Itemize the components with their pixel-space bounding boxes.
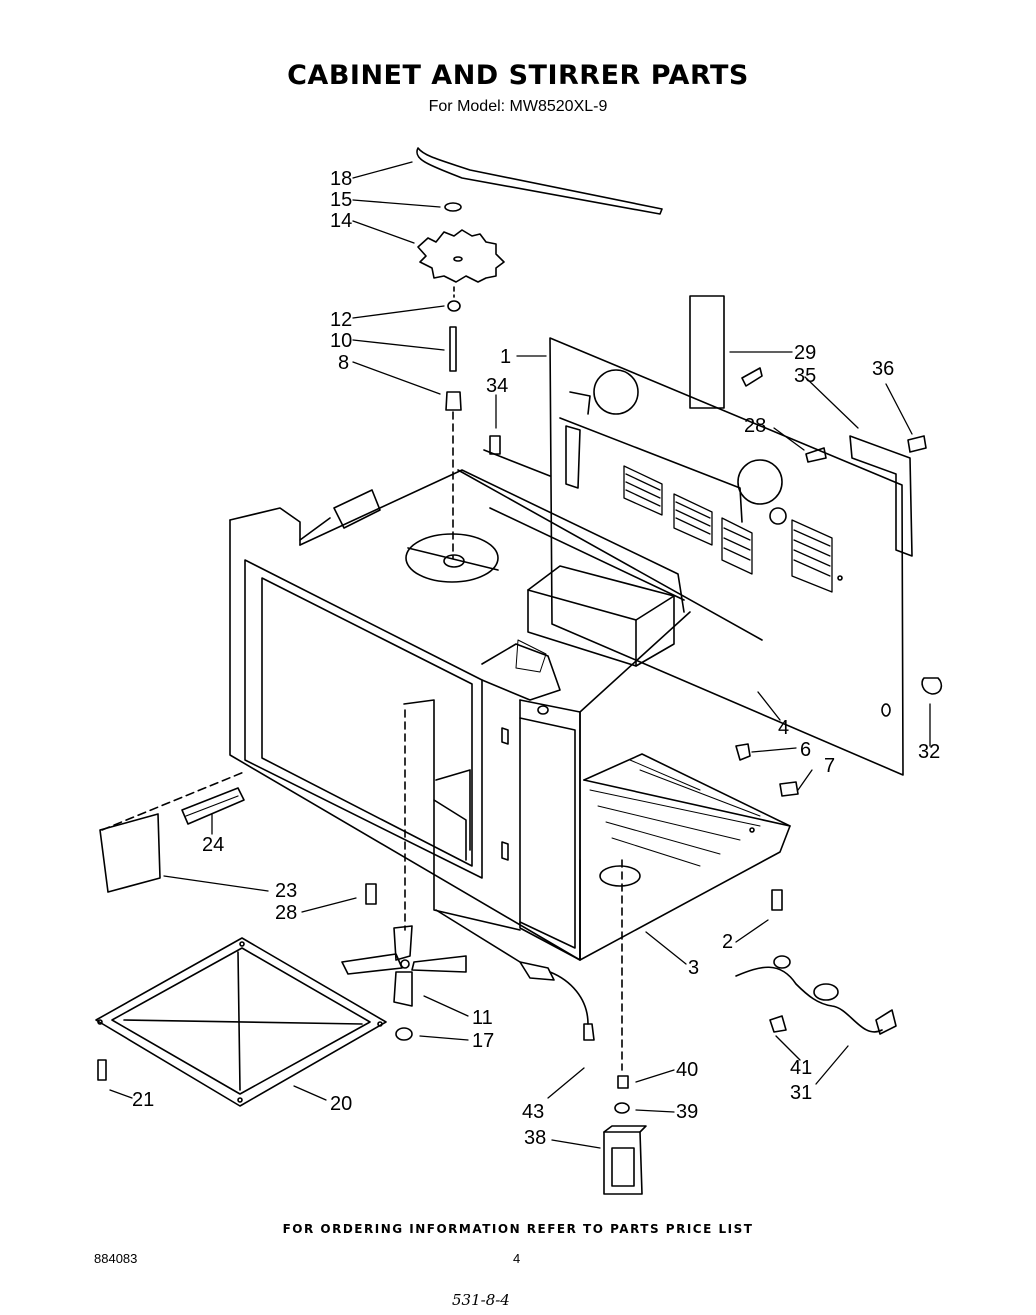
- thermal-cutout: [435, 909, 595, 1041]
- transformer-box: [527, 565, 675, 667]
- lower-cover: [99, 771, 245, 893]
- bottom-frame: [95, 937, 387, 1107]
- callout-label: 1: [500, 346, 511, 368]
- callout-label: 7: [824, 755, 835, 777]
- page-number: 4: [513, 1251, 521, 1266]
- callout-label: 8: [338, 352, 349, 374]
- drive-belt: [416, 147, 663, 215]
- callout-label: 17: [472, 1030, 494, 1052]
- fan-blade: [341, 709, 467, 1041]
- callout-label: 28: [744, 415, 766, 437]
- callout-label: 43: [522, 1101, 544, 1123]
- callout-label: 34: [486, 375, 508, 397]
- callout-labels: 18 15 14 12 10 8 1 34 29 35 36 28 28 4 6…: [132, 168, 940, 1149]
- callout-label: 24: [202, 834, 224, 856]
- callout-label: 2: [722, 931, 733, 953]
- callout-label: 29: [794, 342, 816, 364]
- callout-label: 18: [330, 168, 352, 190]
- model-subtitle: For Model: MW8520XL-9: [428, 98, 608, 115]
- leader-lines: [109, 161, 931, 1149]
- callout-label: 10: [330, 330, 352, 352]
- side-bracket: [849, 435, 913, 557]
- callout-label: 15: [330, 189, 352, 211]
- callout-label: 21: [132, 1089, 154, 1111]
- callout-label: 35: [794, 365, 816, 387]
- callout-label: 6: [800, 739, 811, 761]
- callout-label: 40: [676, 1059, 698, 1081]
- rear-panel-vents: [623, 465, 833, 593]
- callout-label: 14: [330, 210, 352, 232]
- callout-label: 4: [778, 717, 789, 739]
- callout-label: 36: [872, 358, 894, 380]
- handwritten-note: 531-8-4: [452, 1291, 510, 1309]
- ordering-note: FOR ORDERING INFORMATION REFER TO PARTS …: [282, 1222, 754, 1236]
- misc-screws: [365, 743, 799, 911]
- callout-label: 20: [330, 1093, 352, 1115]
- rear-screws: [489, 367, 943, 695]
- callout-label: 38: [524, 1127, 546, 1149]
- callout-label: 23: [275, 880, 297, 902]
- callout-label: 28: [275, 902, 297, 924]
- waveguide-panel: [403, 639, 561, 931]
- document-number: 884083: [94, 1251, 138, 1266]
- callout-label: 31: [790, 1082, 812, 1104]
- base-plate: [579, 753, 791, 961]
- rear-panel: [549, 337, 904, 776]
- callout-label: 39: [676, 1101, 698, 1123]
- page-title: CABINET AND STIRRER PARTS: [287, 60, 749, 91]
- cabinet-frame: [229, 449, 763, 961]
- callout-label: 3: [688, 957, 699, 979]
- stirrer-motor: [603, 859, 647, 1195]
- callout-label: 12: [330, 309, 352, 331]
- callout-label: 41: [790, 1057, 812, 1079]
- cover-plate: [689, 295, 725, 409]
- power-cord: [735, 955, 897, 1035]
- callout-label: 32: [918, 741, 940, 763]
- callout-label: 11: [472, 1007, 493, 1029]
